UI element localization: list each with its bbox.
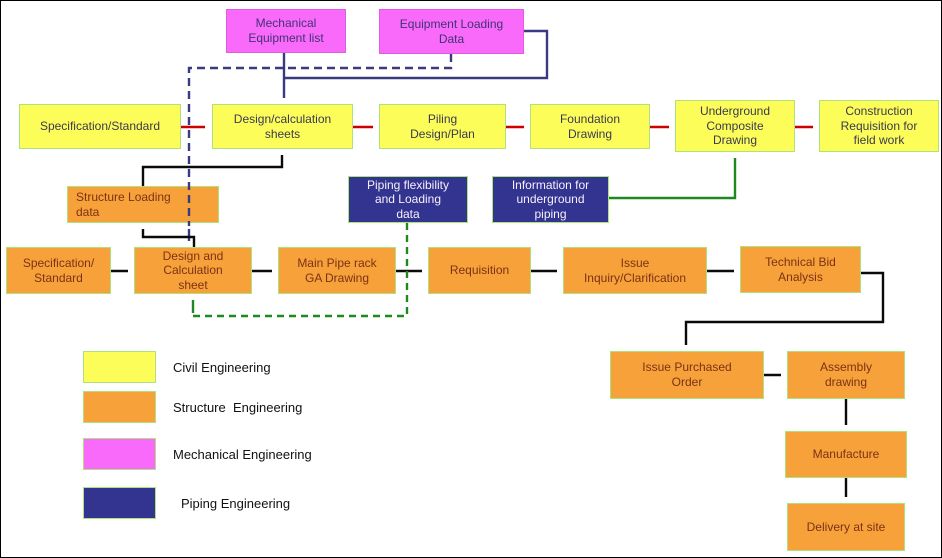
node-issue-inquiry-clarification: Issue Inquiry/Clarification (563, 247, 707, 294)
edge-designcalcsheet-structloading (141, 229, 196, 247)
node-assembly-drawing: Assembly drawing (787, 351, 905, 399)
legend-label-structure: Structure Engineering (173, 399, 303, 415)
node-requisition: Requisition (428, 247, 531, 294)
node-foundation-drawing: Foundation Drawing (530, 104, 650, 149)
legend-swatch-piping (83, 487, 156, 519)
node-underground-composite-drawing: Underground Composite Drawing (675, 100, 795, 152)
node-construction-requisition: Construction Requisition for field work (819, 100, 939, 152)
node-piping-flexibility-loading-data: Piping flexibility and Loading data (348, 176, 468, 223)
legend-label-piping: Piping Engineering (181, 495, 291, 511)
legend-label-mechanical: Mechanical Engineering (173, 446, 312, 462)
legend-swatch-civil (83, 351, 156, 383)
legend-swatch-mechanical (83, 438, 156, 470)
node-structure-loading-data: Structure Loading data (67, 186, 219, 223)
node-design-and-calculation-sheet: Design and Calculation sheet (134, 247, 252, 294)
node-information-underground-piping: Information for underground piping (492, 176, 609, 223)
node-delivery-at-site: Delivery at site (787, 503, 905, 551)
node-specification-standard-civil: Specification/Standard (19, 104, 181, 149)
node-main-pipe-rack-ga-drawing: Main Pipe rack GA Drawing (278, 247, 396, 294)
node-mechanical-equipment-list: Mechanical Equipment list (226, 9, 346, 53)
node-equipment-loading-data: Equipment Loading Data (379, 9, 524, 54)
legend-swatch-structure (83, 391, 156, 423)
node-specification-standard-structure: Specification/ Standard (6, 247, 111, 294)
node-piling-design-plan: Piling Design/Plan (379, 104, 506, 149)
edge-infounderground-undergroundcomposite (609, 158, 737, 200)
node-issue-purchased-order: Issue Purchased Order (610, 351, 764, 399)
node-manufacture: Manufacture (785, 431, 907, 478)
node-design-calculation-sheets: Design/calculation sheets (212, 104, 353, 149)
legend-label-civil: Civil Engineering (173, 359, 271, 375)
node-technical-bid-analysis: Technical Bid Analysis (740, 246, 861, 293)
edge-structloading-designcalcsheets (141, 155, 284, 186)
